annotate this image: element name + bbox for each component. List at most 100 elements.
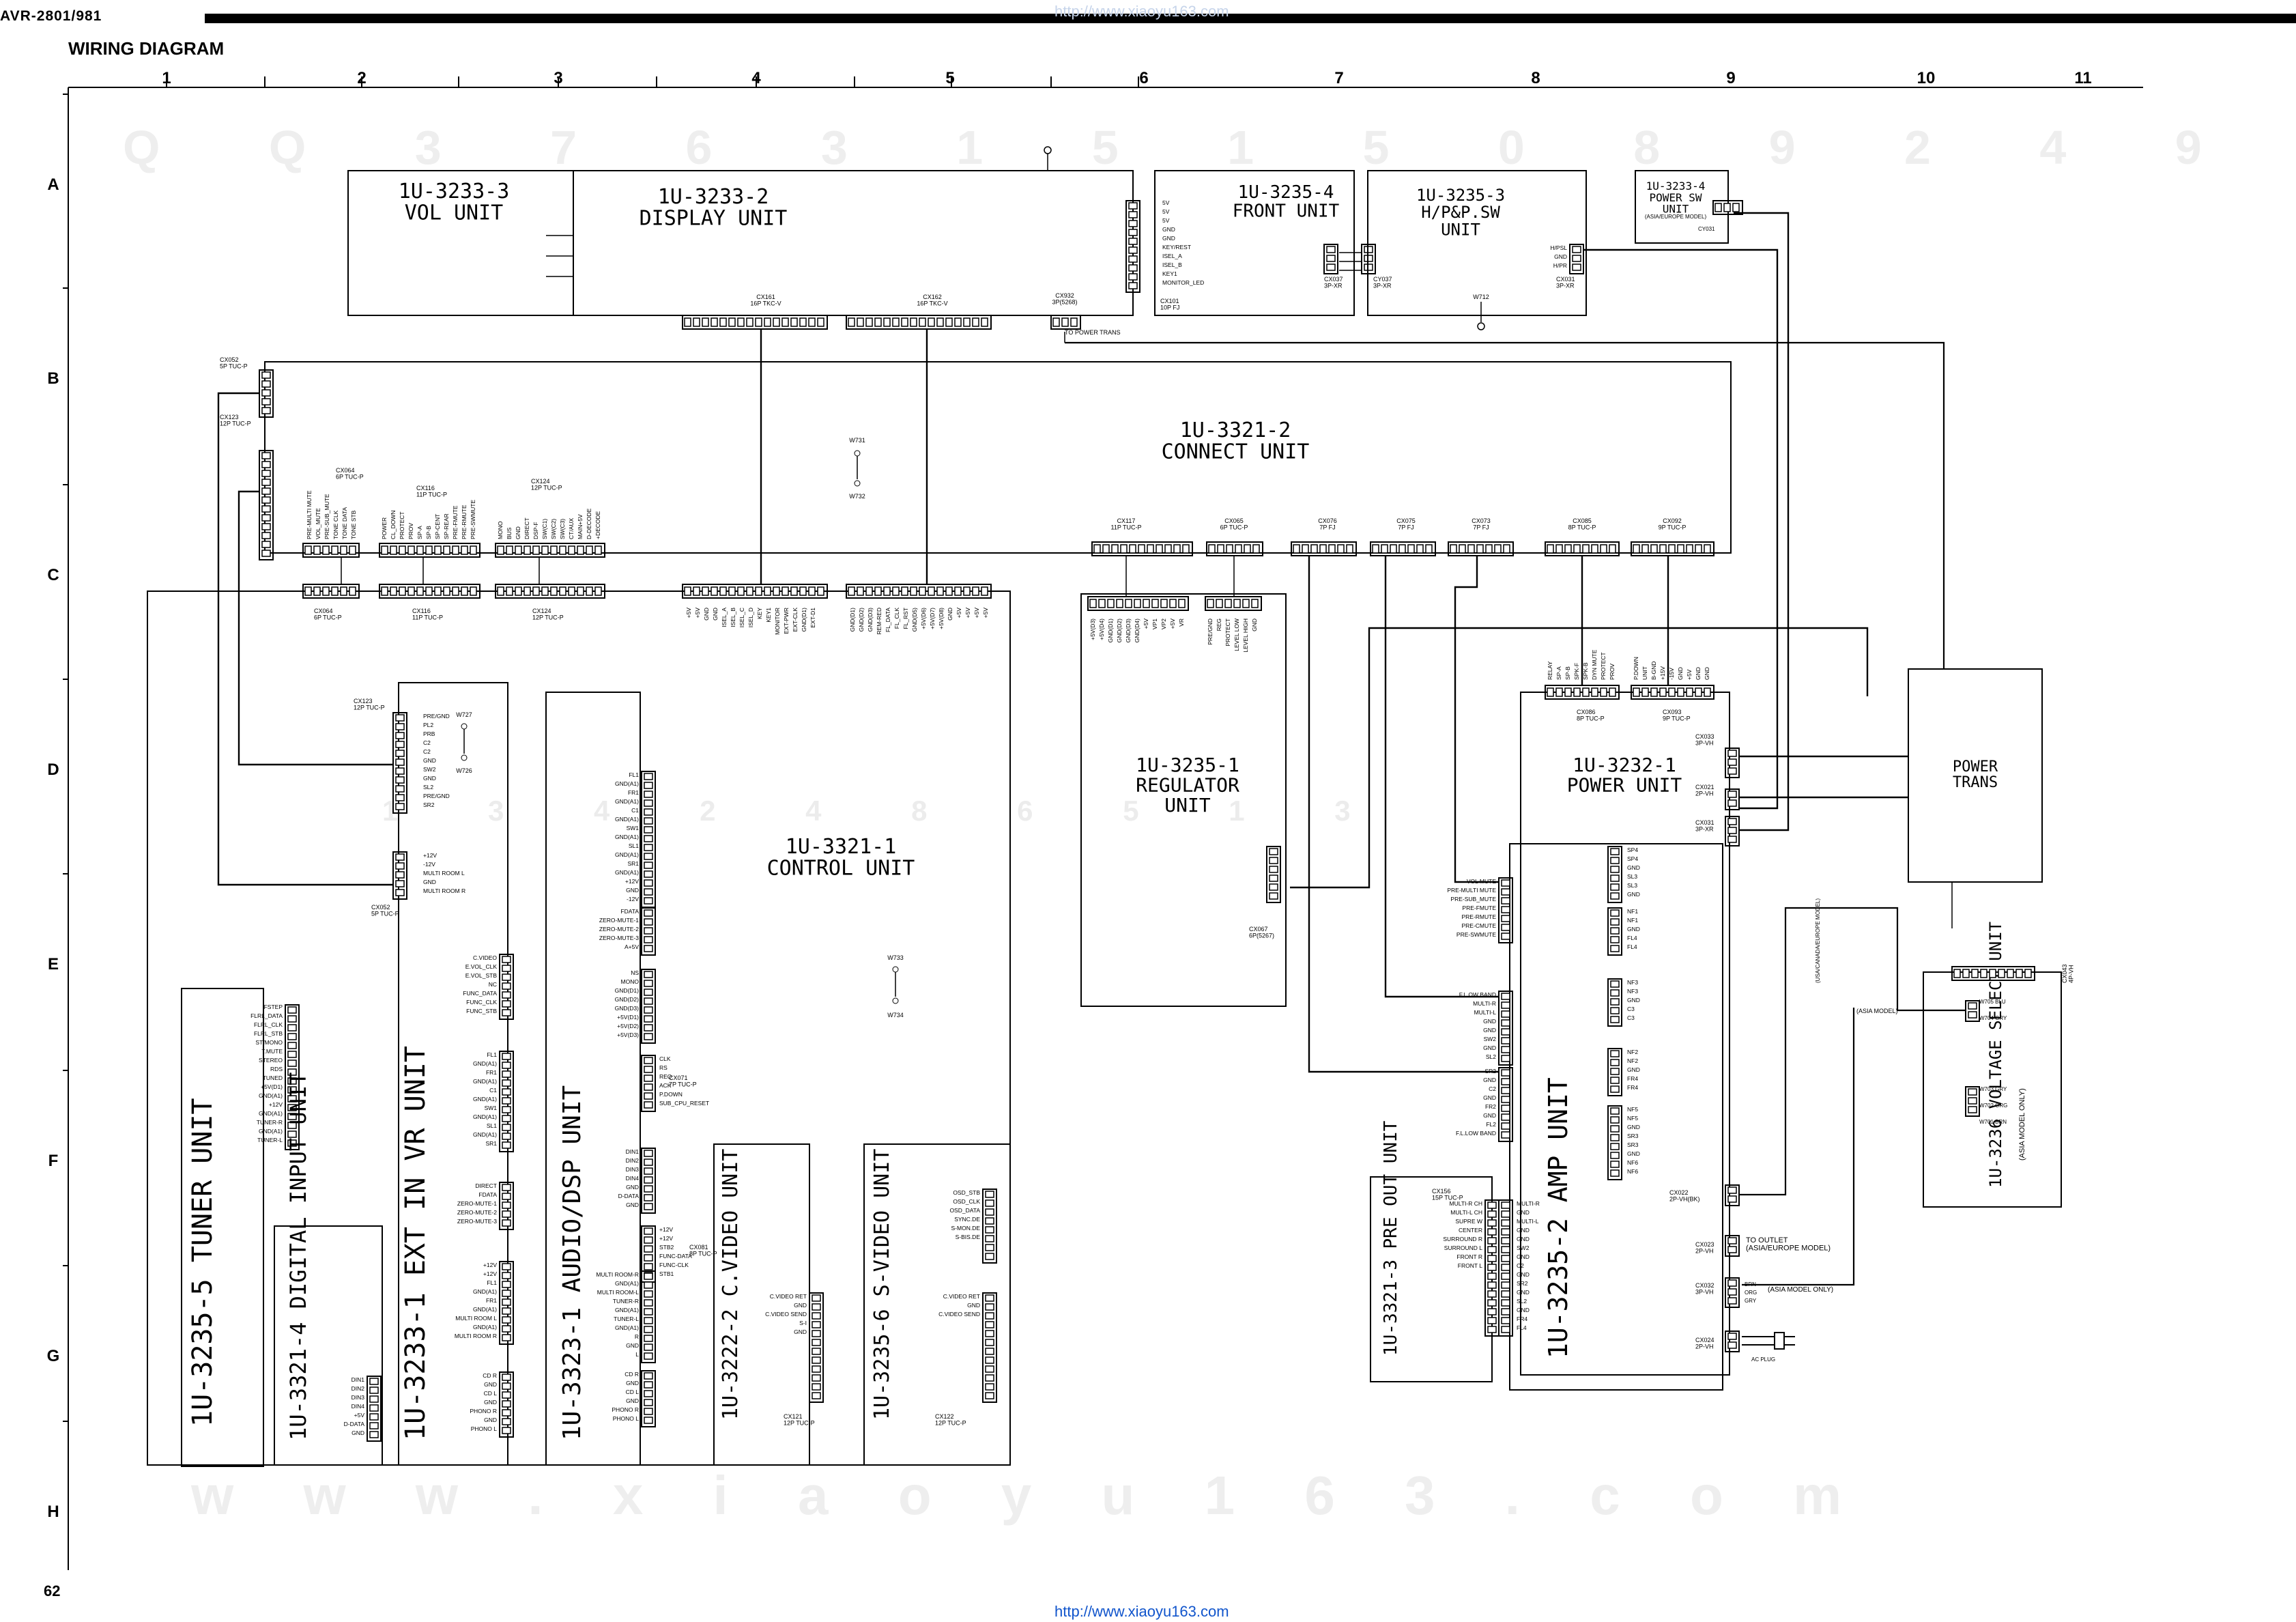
pin-label: P.DOWN xyxy=(659,1091,683,1098)
connector-pin xyxy=(395,880,405,887)
connector-pin xyxy=(568,545,575,555)
pin-label: FUNC_CLK xyxy=(466,999,497,1006)
connector-pin xyxy=(644,1352,653,1360)
header-bar xyxy=(0,14,2296,23)
pin-label: SW1 xyxy=(627,825,640,831)
connector-pin xyxy=(532,586,540,596)
s-video-unit-box xyxy=(863,1143,1011,1466)
connector-pin xyxy=(812,1365,821,1373)
connector-pin xyxy=(644,817,653,825)
connector-pin xyxy=(1487,1264,1497,1271)
pin-label: NF5 xyxy=(1627,1115,1638,1122)
connector-pin xyxy=(2007,969,2014,978)
connector xyxy=(1607,978,1622,1027)
connector-pin xyxy=(812,1383,821,1391)
pin-label: FDATA xyxy=(620,908,639,915)
connector-pin xyxy=(502,1219,511,1227)
column-label: 2 xyxy=(357,69,366,87)
pin-label: DIN3 xyxy=(351,1394,365,1401)
pin-label: STB2 xyxy=(659,1244,674,1251)
pin-label: REM-RED xyxy=(876,608,882,635)
connector-pin xyxy=(1727,758,1737,766)
pin-label: PHONO L xyxy=(471,1425,498,1432)
pin-label: GND(A1) xyxy=(259,1128,283,1135)
pin-label: MULTI ROOM L xyxy=(455,1315,497,1322)
connector-pin xyxy=(1501,1037,1510,1044)
connector-pin xyxy=(1610,989,1620,997)
connector-pin xyxy=(322,586,330,596)
pin-label: RS xyxy=(659,1064,668,1071)
connector-pin xyxy=(594,586,602,596)
wire-cx073 xyxy=(1454,556,1499,883)
connector-pin xyxy=(1467,544,1475,554)
connector-pin xyxy=(1501,993,1510,1000)
connector-pin xyxy=(1677,687,1684,697)
connector-pin xyxy=(728,586,736,596)
pin-label: GND(D4) xyxy=(1134,618,1140,643)
connector-pin xyxy=(331,545,339,555)
pin-label: PHONO L xyxy=(613,1415,640,1422)
wire-color: GRY xyxy=(1745,1298,1757,1304)
pin-label: GND(A1) xyxy=(473,1131,497,1138)
pin-label: ZERO-MUTE-2 xyxy=(599,926,639,933)
pin-label: SURROUND R xyxy=(1443,1236,1482,1242)
connector-pin xyxy=(1487,1317,1497,1324)
connector-pin xyxy=(644,1158,653,1166)
w732-label: W732 xyxy=(849,493,865,500)
pin-label: DIRECT xyxy=(475,1182,497,1189)
pin-label: TONE STB xyxy=(350,510,357,539)
pin-label: FL1 xyxy=(487,1051,497,1058)
connector-pin xyxy=(644,1335,653,1342)
pin-label: GND xyxy=(712,608,719,621)
connector-pin xyxy=(502,1070,511,1078)
pin-label: NF6 xyxy=(1627,1159,1638,1166)
connector-pin xyxy=(883,586,891,596)
connector-pin xyxy=(1487,1228,1497,1236)
connector-pin xyxy=(261,514,271,522)
connector xyxy=(499,1371,514,1438)
connector-pin xyxy=(1501,1019,1510,1027)
connector-pin xyxy=(395,853,405,861)
connector-pin xyxy=(1547,687,1554,697)
column-label: 9 xyxy=(1726,69,1735,87)
connector-pin xyxy=(261,461,271,468)
pin-label: GND(A1) xyxy=(473,1288,497,1295)
pre-out-unit-label: 1U-3321-3 PRE OUT UNIT xyxy=(1381,1120,1401,1356)
connector-pin xyxy=(1610,857,1620,864)
pin-label: GND xyxy=(1695,667,1702,680)
pin-label: LEVEL HIGH xyxy=(1242,618,1249,653)
pin-label: MULTI ROOM R xyxy=(423,887,465,894)
connector-pin xyxy=(644,1015,653,1023)
voltage-select-note: (ASIA MODEL ONLY) xyxy=(2018,1088,2026,1161)
pin-label: FL1 xyxy=(629,771,639,778)
wire-hp-sw xyxy=(1583,248,1779,810)
connector-pin xyxy=(1686,544,1693,554)
connector-pin xyxy=(812,1392,821,1399)
connector-pin xyxy=(644,1203,653,1210)
pin-label: TUNER-R xyxy=(257,1119,283,1126)
connector-pin xyxy=(541,586,549,596)
pin-label: DIN3 xyxy=(626,1166,640,1173)
column-label: 8 xyxy=(1531,69,1540,87)
pin-label: VR xyxy=(1178,618,1185,627)
pin-label: RDS xyxy=(270,1066,283,1072)
connector-pin xyxy=(1128,202,1138,210)
bottom-url: http://www.xiaoyu163.com xyxy=(1054,1603,1229,1620)
connector-pin xyxy=(1953,969,1961,978)
connector-pin xyxy=(1501,906,1510,913)
hp-sw-unit-box xyxy=(1367,170,1587,316)
connector xyxy=(1206,541,1263,556)
connector-pin xyxy=(1501,1046,1510,1053)
pin-label: ISEL_D xyxy=(747,608,754,627)
pin-label: L xyxy=(635,1351,639,1358)
connector-pin xyxy=(1610,945,1620,952)
pin-label: A+5V xyxy=(625,943,639,950)
pin-label: GND xyxy=(794,1302,807,1309)
pin-label: C.VIDEO RET xyxy=(770,1293,807,1300)
connector-pin xyxy=(972,317,979,327)
pin-label: DIN2 xyxy=(626,1157,640,1164)
connector-pin xyxy=(1129,544,1136,554)
